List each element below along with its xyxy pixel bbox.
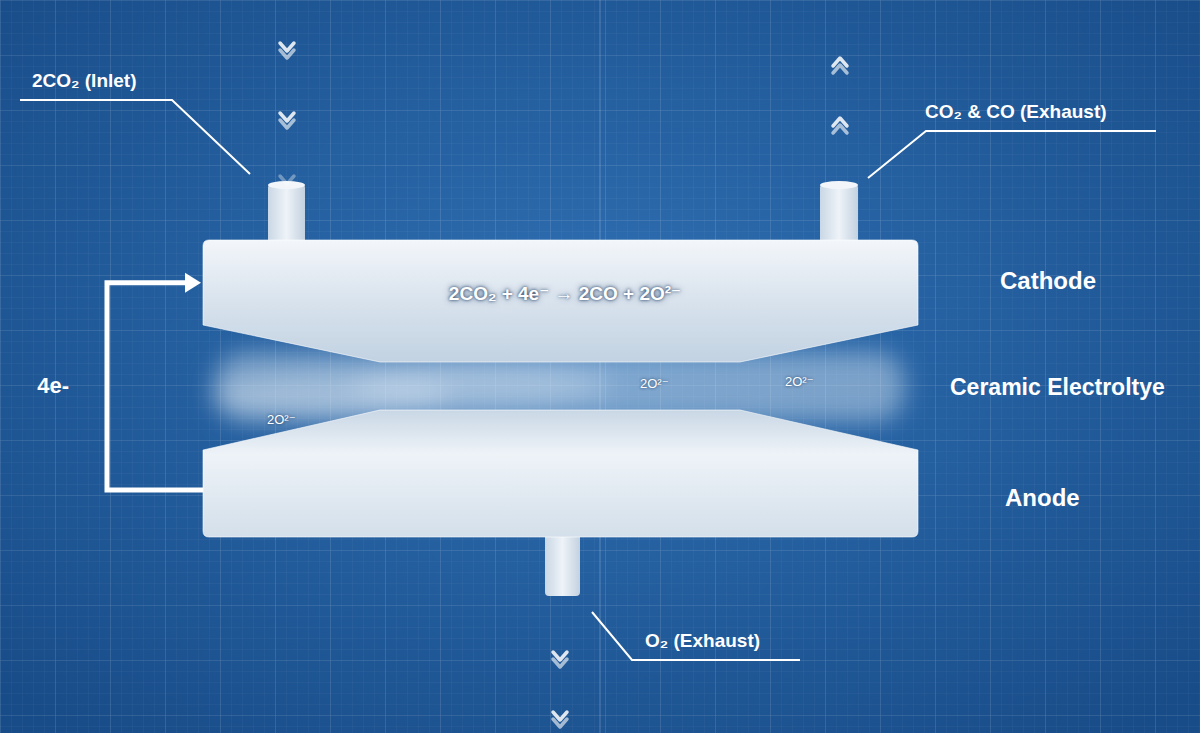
cathode-plate: 2CO₂ + 4e⁻ → 2CO + 2O²⁻Cathode bbox=[203, 240, 918, 362]
anode-outline bbox=[203, 410, 918, 537]
oxide-ion: 2O²⁻ bbox=[267, 412, 296, 428]
oxygen-pipe bbox=[545, 530, 580, 596]
oxide-ion: 2O²⁻ bbox=[640, 376, 669, 392]
outlet-pipe-top bbox=[820, 181, 858, 189]
flow-chevrons bbox=[280, 43, 847, 727]
cathode-label: Cathode bbox=[1000, 267, 1096, 296]
reaction-equation: 2CO₂ + 4e⁻ → 2CO + 2O²⁻ bbox=[449, 283, 681, 306]
flow-label: 2CO₂ (Inlet) bbox=[32, 70, 137, 93]
outlet-pipe bbox=[820, 184, 858, 244]
inlet-pipe bbox=[268, 184, 305, 244]
electrolyte-label: Ceramic Electroltye bbox=[950, 374, 1165, 402]
anode-label: Anode bbox=[1005, 484, 1080, 513]
electron-label: 4e- bbox=[37, 373, 69, 399]
flow-label: O₂ (Exhaust) bbox=[645, 630, 760, 653]
flow-label: CO₂ & CO (Exhaust) bbox=[925, 101, 1107, 124]
electron-flow-arrow bbox=[107, 273, 203, 490]
oxide-ion: 2O²⁻ bbox=[785, 374, 814, 390]
anode-plate: Anode bbox=[203, 410, 918, 537]
